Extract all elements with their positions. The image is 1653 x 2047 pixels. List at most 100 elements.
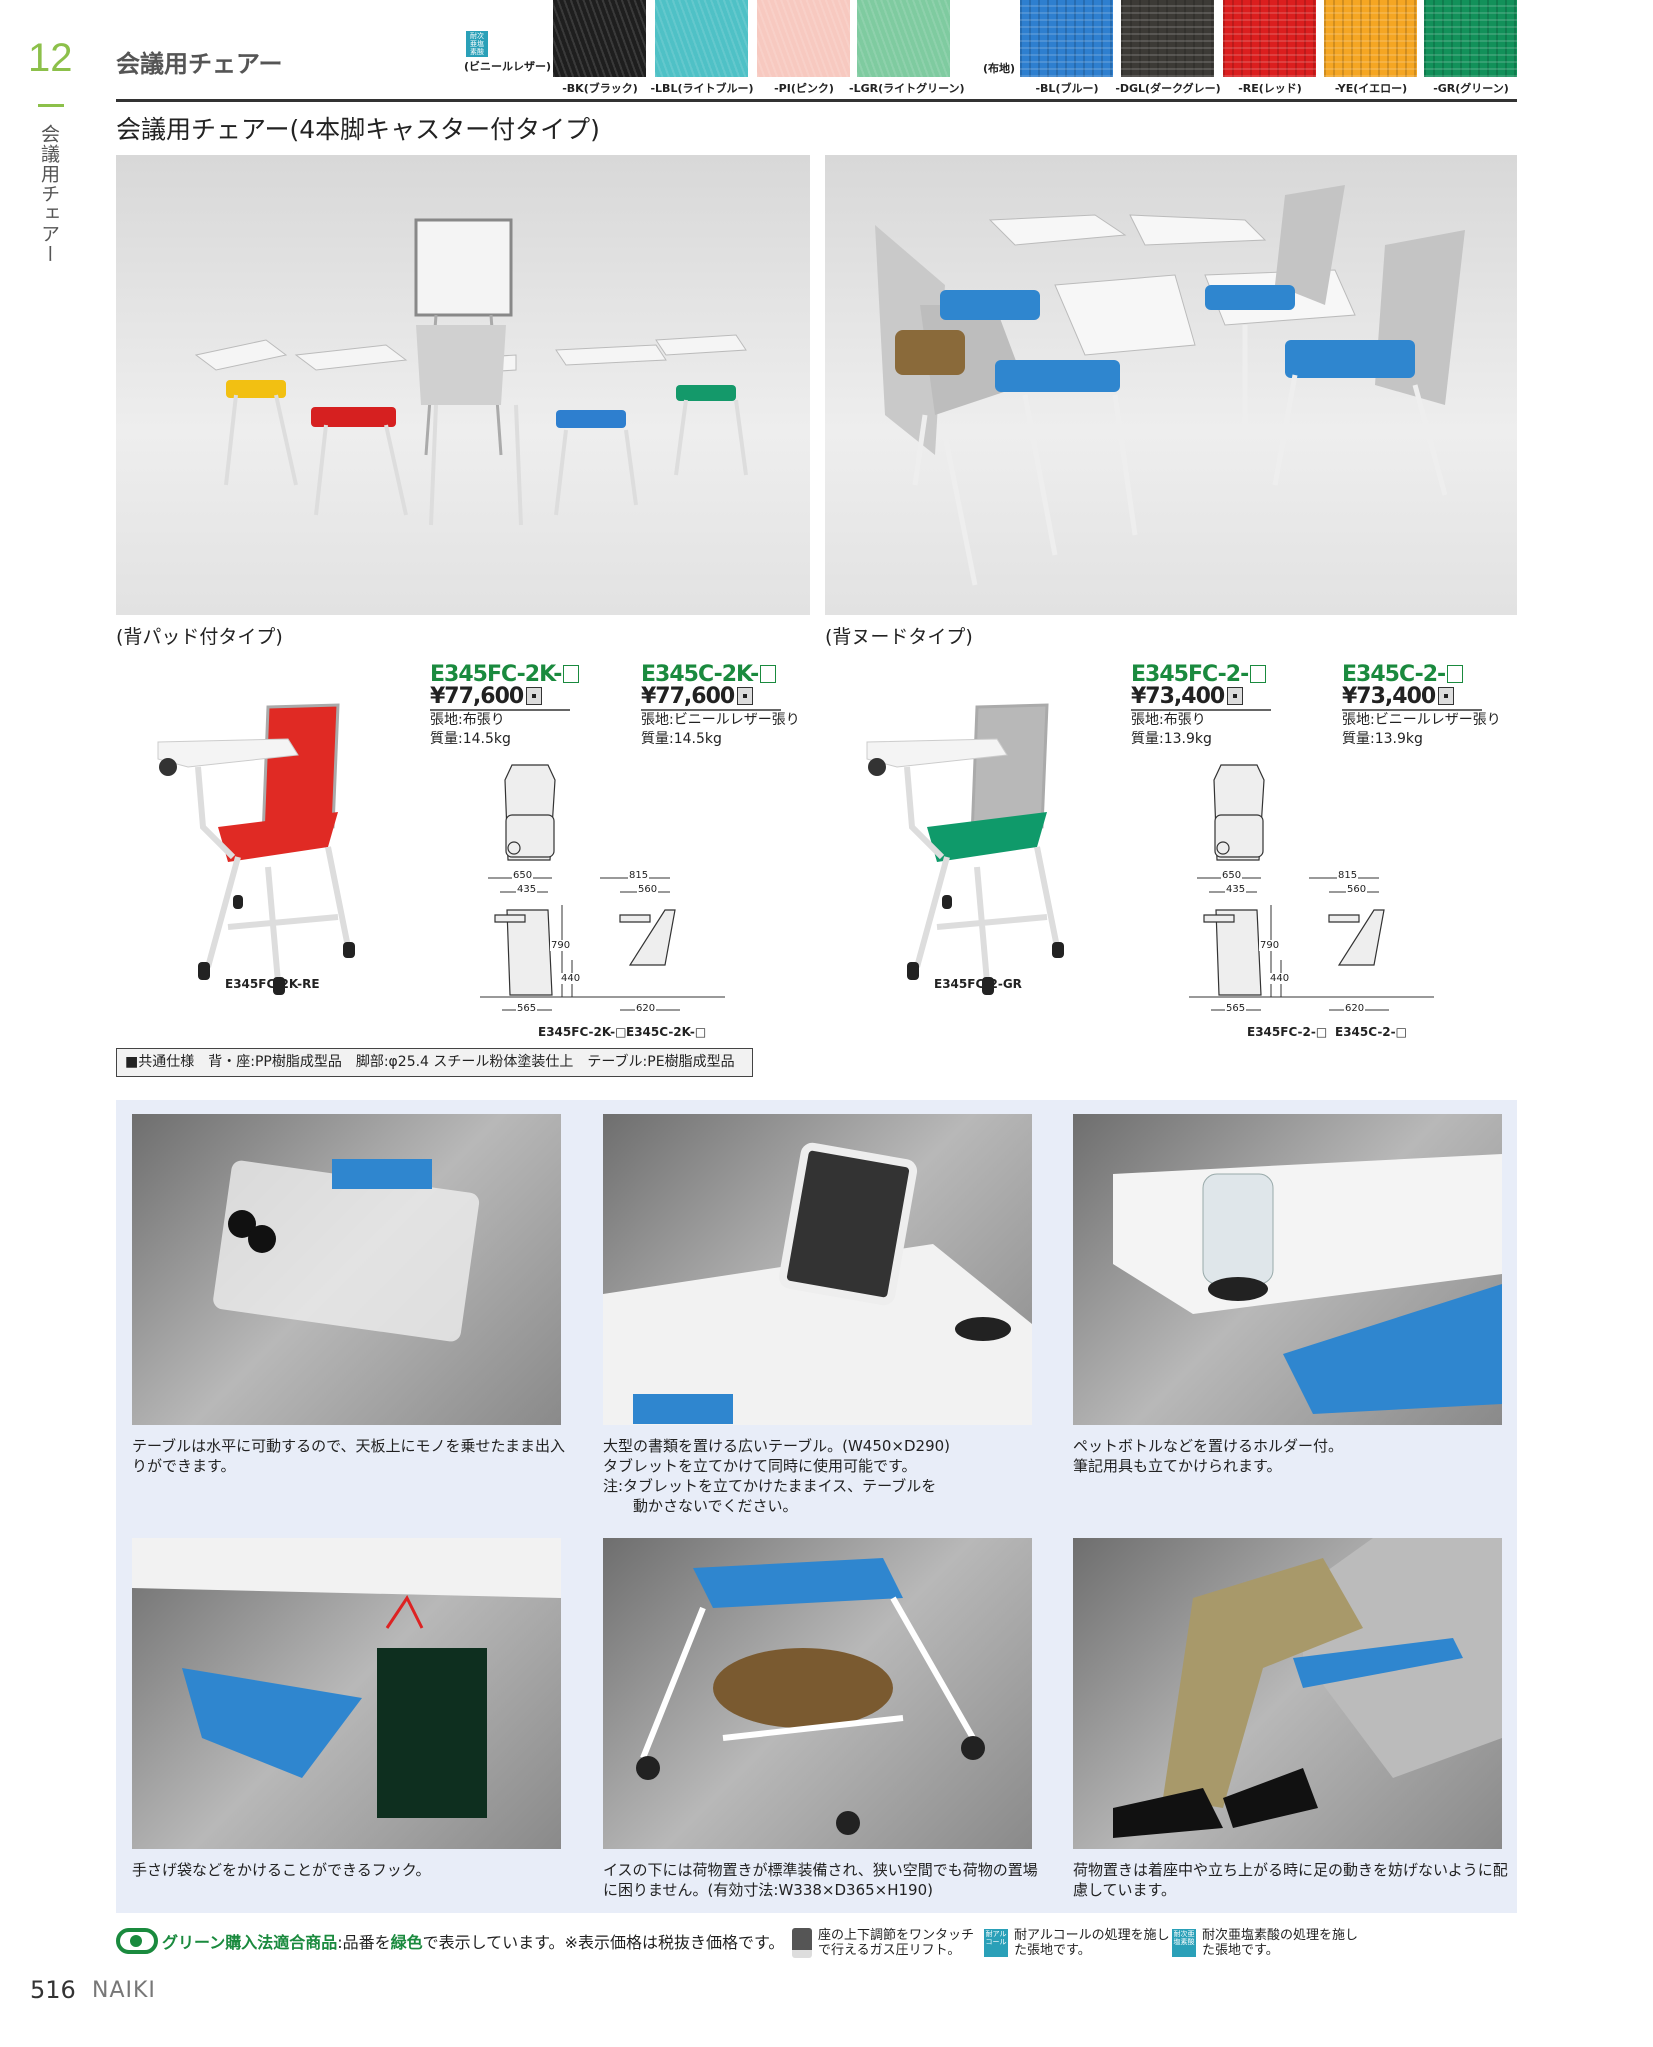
color-code-box [563, 665, 580, 683]
price-value: ¥73,400 [1131, 684, 1225, 709]
swatch-label: -YE(イエロー) [1334, 82, 1408, 95]
chapter-number: 12 [28, 36, 73, 80]
dimension-label: 815 [1337, 870, 1359, 881]
gas-lift-icon [792, 1928, 812, 1958]
swatch-label: -GR(グリーン) [1433, 82, 1509, 95]
feature-photo [132, 1538, 561, 1849]
product-price: ¥73,400 [1342, 684, 1482, 711]
green-word: 緑色 [390, 1933, 423, 1952]
swatch-fabric [1424, 0, 1517, 77]
swatch-fabric [1121, 0, 1214, 77]
chapter-divider [38, 104, 64, 107]
chlorine-text: 耐次亜塩素酸の処理を施した張地です。 [1202, 1928, 1359, 1958]
green-purchase-text-1: :品番を [337, 1933, 391, 1952]
green-purchase-logo-icon [116, 1928, 158, 1954]
feature-caption: ペットボトルなどを置けるホルダー付。 筆記用具も立てかけられます。 [1073, 1437, 1344, 1475]
dimension-label: 435 [516, 884, 538, 895]
page-number: 516 [30, 1976, 76, 2004]
feature-photo [1073, 1538, 1502, 1849]
product-weight: 質量:13.9kg [1342, 731, 1423, 747]
drawing-caption-fc: E345FC-2-□ [1247, 1025, 1328, 1039]
drawing-caption-c: E345C-2-□ [1335, 1025, 1407, 1039]
feature-photo [132, 1114, 561, 1425]
chlorine-legend: 耐次亜塩素酸 耐次亜塩素酸の処理を施した張地です。 [1172, 1928, 1362, 1958]
dimension-label: 440 [1269, 973, 1291, 984]
swatch-vinyl [553, 0, 646, 77]
dimension-label: 815 [628, 870, 650, 881]
model-number: E345C-2K- [641, 662, 759, 687]
dimension-label: 650 [1221, 870, 1243, 881]
drawing-caption-fc: E345FC-2K-□ [538, 1025, 627, 1039]
product-price: ¥77,600 [430, 684, 570, 711]
tax-excluded-icon [526, 687, 543, 705]
gas-lift-text: 座の上下調節をワンタッチで行えるガス圧リフト。 [818, 1928, 975, 1958]
alcohol-text: 耐アルコールの処理を施した張地です。 [1014, 1928, 1170, 1958]
dimension-label: 435 [1225, 884, 1247, 895]
alcohol-legend: 耐アルコール 耐アルコールの処理を施した張地です。 [984, 1928, 1174, 1958]
product-model: E345C-2K- [641, 662, 777, 687]
price-value: ¥77,600 [641, 684, 735, 709]
chlorine-resistant-icon: 耐次亜塩素酸 [1172, 1929, 1196, 1957]
alcohol-resistant-icon: 耐アルコール [984, 1929, 1008, 1957]
fabric-group-label: (布地) [983, 62, 1016, 75]
product-price: ¥73,400 [1131, 684, 1271, 711]
swatch-label: -PI(ピンク) [774, 82, 834, 95]
feature-caption: テーブルは水平に可動するので、天板上にモノを乗せたまま出入りができます。 [132, 1437, 566, 1475]
dimension-label: 790 [1259, 940, 1281, 951]
green-purchase-label: グリーン購入法適合商品 [162, 1933, 338, 1952]
dimension-drawing [1189, 760, 1449, 1020]
product-model: E345FC-2K- [430, 662, 580, 687]
dimension-drawing [480, 760, 740, 1020]
dimension-label: 440 [560, 973, 582, 984]
product-price: ¥77,600 [641, 684, 781, 711]
section-title: 会議用チェアー(4本脚キャスター付タイプ) [116, 115, 600, 144]
product-material: 張地:ビニールレザー張り [1342, 712, 1501, 728]
chair-photo [148, 697, 428, 997]
feature-photo [603, 1538, 1032, 1849]
swatch-vinyl [757, 0, 850, 77]
vinyl-group-label: (ビニールレザー) [464, 60, 552, 73]
type-label-pad: (背パッド付タイプ) [116, 626, 283, 648]
dimension-label: 560 [1346, 884, 1368, 895]
swatch-label: -LBL(ライトブルー) [650, 82, 754, 95]
green-purchase-text-2: で表示しています。※表示価格は税抜き価格です。 [422, 1933, 785, 1952]
product-material: 張地:ビニールレザー張り [641, 712, 800, 728]
swatch-label: -BK(ブラック) [562, 82, 638, 95]
dimension-label: 790 [550, 940, 572, 951]
color-code-box [1447, 665, 1464, 683]
tax-excluded-icon [1438, 687, 1455, 705]
chair-photo [857, 697, 1137, 997]
dimension-label: 565 [516, 1003, 538, 1014]
product-weight: 質量:14.5kg [641, 731, 722, 747]
dimension-label: 565 [1225, 1003, 1247, 1014]
swatch-fabric [1223, 0, 1316, 77]
scene-photo-nude [825, 155, 1517, 615]
feature-photo [603, 1114, 1032, 1425]
feature-caption: イスの下には荷物置きが標準装備され、狭い空間でも荷物の置場に困りません。(有効寸… [603, 1861, 1038, 1899]
color-code-box [760, 665, 777, 683]
drawing-caption-c: E345C-2K-□ [626, 1025, 707, 1039]
swatch-fabric [1324, 0, 1417, 77]
side-label: 会議用チェアー [38, 124, 60, 264]
swatch-label: -RE(レッド) [1238, 82, 1302, 95]
chair-photo-caption: E345FC-2-GR [934, 977, 1022, 991]
swatch-label: -BL(ブルー) [1035, 82, 1099, 95]
color-code-box [1250, 665, 1267, 683]
footer-legend: グリーン購入法適合商品 :品番を 緑色 で表示しています。※表示価格は税抜き価格… [116, 1928, 784, 1954]
price-value: ¥77,600 [430, 684, 524, 709]
product-model: E345FC-2- [1131, 662, 1267, 687]
swatch-fabric [1020, 0, 1113, 77]
scene-photo-pad [116, 155, 810, 615]
product-weight: 質量:14.5kg [430, 731, 511, 747]
swatch-vinyl [857, 0, 950, 77]
dimension-label: 560 [637, 884, 659, 895]
feature-caption: 大型の書類を置ける広いテーブル。(W450×D290) タブレットを立てかけて同… [603, 1437, 951, 1515]
price-value: ¥73,400 [1342, 684, 1436, 709]
dimension-label: 620 [635, 1003, 657, 1014]
chair-photo-caption: E345FC-2K-RE [225, 977, 320, 991]
swatch-vinyl [655, 0, 748, 77]
dimension-label: 620 [1344, 1003, 1366, 1014]
model-number: E345C-2- [1342, 662, 1446, 687]
header-rule [116, 99, 1517, 102]
brand-name: NAIKI [92, 1978, 156, 2003]
